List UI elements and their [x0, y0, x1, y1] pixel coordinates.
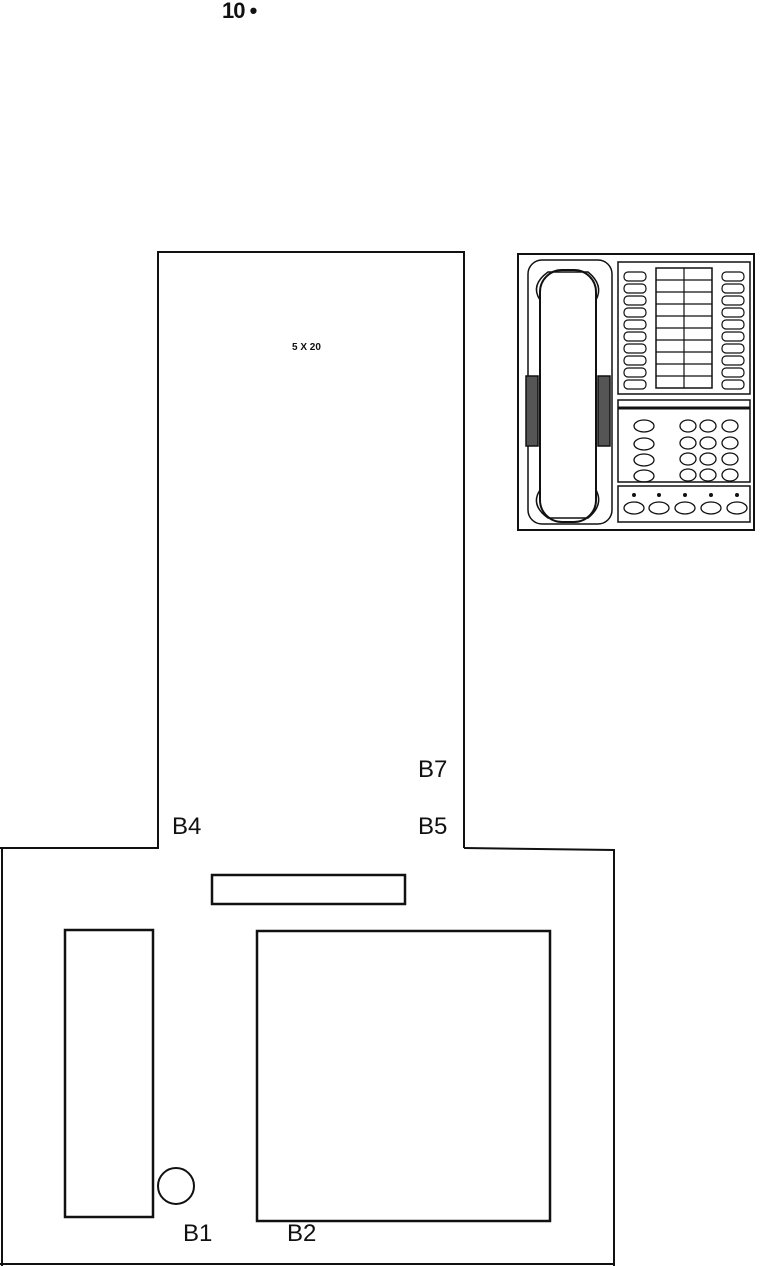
large-square-rect — [257, 931, 550, 1221]
label-b1: B1 — [183, 1222, 212, 1246]
label-b5: B5 — [418, 815, 447, 839]
lower-room-right-wall — [464, 848, 614, 1266]
label-b7: B7 — [418, 758, 447, 782]
lower-room-outline — [0, 822, 158, 848]
label-b2: B2 — [287, 1222, 316, 1246]
label-b4: B4 — [172, 815, 201, 839]
circle-marker — [158, 1168, 194, 1204]
tall-cabinet-rect — [65, 930, 153, 1217]
small-table-rect — [212, 875, 405, 904]
telephone-icon — [518, 254, 754, 530]
